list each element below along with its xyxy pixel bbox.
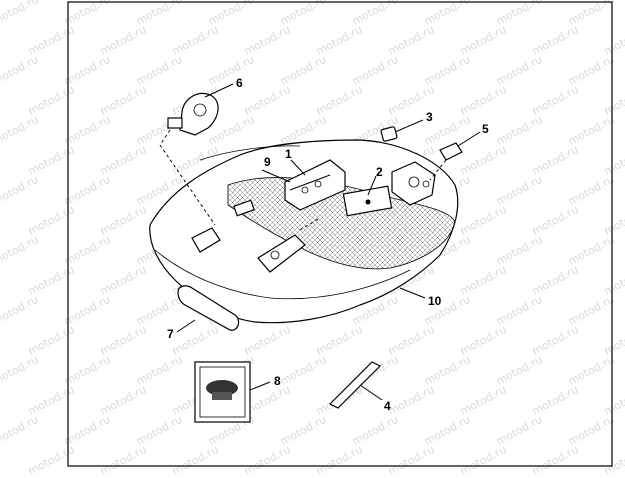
part-1-pin — [289, 174, 331, 191]
part-latch-housing — [391, 161, 436, 206]
callout-3: 3 — [426, 110, 433, 124]
callout-10: 10 — [428, 294, 442, 308]
part-5-clip — [429, 142, 463, 181]
part-3-grommet — [380, 126, 398, 142]
part-strike-plate — [191, 199, 255, 253]
part-7-reflector — [177, 285, 240, 331]
part-4-strip — [328, 361, 382, 409]
part-handle — [257, 217, 321, 273]
callout-9: 9 — [264, 155, 271, 169]
part-8-booklet — [194, 361, 251, 423]
callout-4: 4 — [384, 399, 391, 413]
callout-5: 5 — [482, 122, 489, 136]
callout-7: 7 — [167, 327, 174, 341]
part-6-lock — [159, 92, 219, 226]
part-2-latch — [342, 185, 393, 217]
diagram-border — [67, 1, 613, 467]
callout-6: 6 — [236, 76, 243, 90]
callout-1: 1 — [285, 147, 292, 161]
callout-8: 8 — [274, 374, 281, 388]
leader-lines — [176, 83, 481, 401]
part-9-bracket — [284, 159, 346, 211]
callout-2: 2 — [376, 165, 383, 179]
parts-diagram: 6 1 2 3 5 9 10 7 8 4 — [67, 1, 613, 467]
